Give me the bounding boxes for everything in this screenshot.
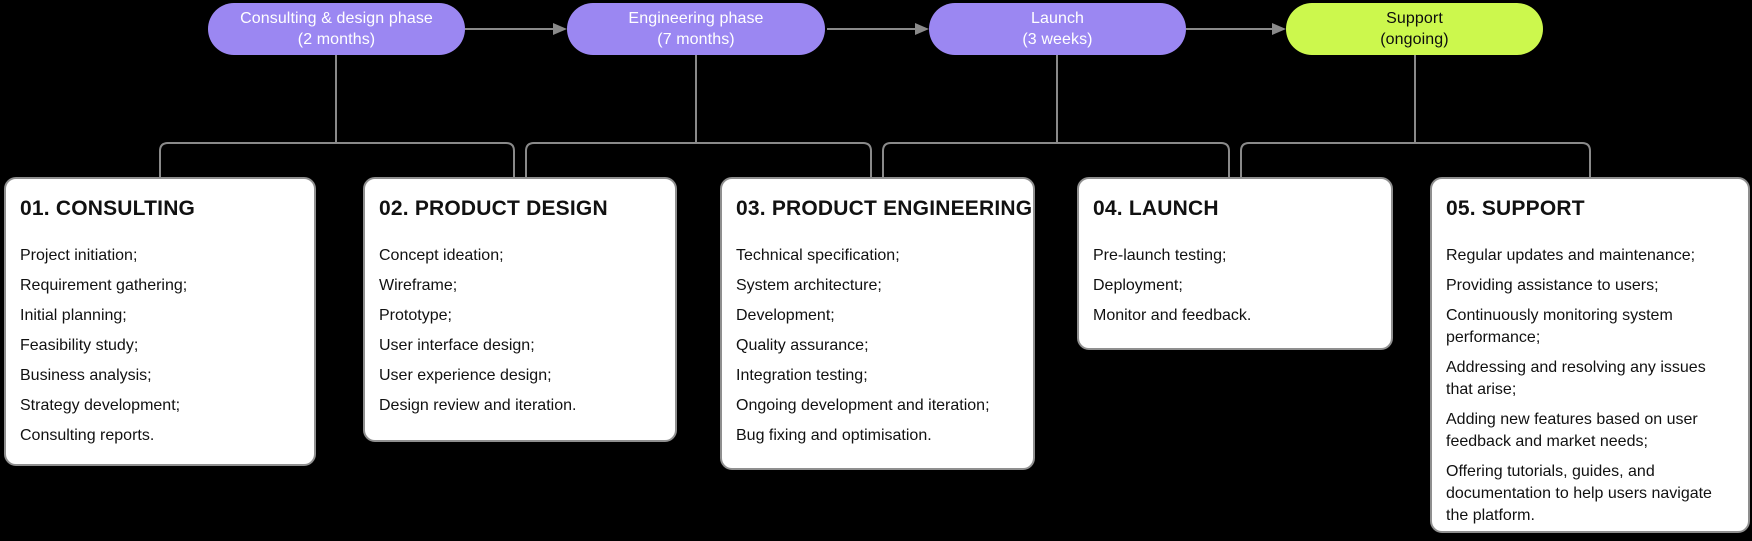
phase-duration: (2 months) (297, 31, 376, 48)
phase-pill-support: Support (ongoing) (1286, 3, 1543, 55)
phase-bracket-4 (1240, 142, 1591, 177)
phase-pill-consulting-design: Consulting & design phase (2 months) (208, 3, 465, 55)
phase-duration: (ongoing) (1380, 31, 1449, 48)
card-item: User interface design; (379, 337, 535, 354)
card-item: Requirement gathering; (20, 277, 188, 294)
card-item: Business analysis; (20, 367, 152, 384)
card-item: Feasibility study; (20, 337, 139, 354)
phase-label: Launch (1030, 10, 1085, 27)
card-item: Quality assurance; (736, 337, 869, 354)
phase-pill-launch: Launch (3 weeks) (929, 3, 1186, 55)
card-title: 04. LAUNCH (1093, 197, 1219, 220)
card-support: 05. SUPPORT Regular updates and maintena… (1430, 177, 1750, 533)
phase-label: Engineering phase (628, 10, 764, 27)
card-item: Regular updates and maintenance; (1446, 247, 1696, 264)
card-item: Development; (736, 307, 835, 324)
card-item: Pre-launch testing; (1093, 247, 1227, 264)
card-item: Addressing and resolving any issues that… (1446, 359, 1706, 398)
card-item: Continuously monitoring system performan… (1446, 307, 1673, 346)
flow-arrowhead-3 (1272, 23, 1286, 35)
phase-bracket-1 (159, 142, 515, 177)
card-item: Concept ideation; (379, 247, 504, 264)
card-product-design: 02. PRODUCT DESIGN Concept ideation; Wir… (363, 177, 677, 442)
card-item: Technical specification; (736, 247, 900, 264)
card-item: Adding new features based on user feedba… (1446, 411, 1698, 450)
card-item: Bug fixing and optimisation. (736, 427, 932, 444)
flow-arrowhead-2 (915, 23, 929, 35)
card-item: Monitor and feedback. (1093, 307, 1252, 324)
card-item: Wireframe; (379, 277, 458, 294)
card-product-engineering: 03. PRODUCT ENGINEERING Technical specif… (720, 177, 1035, 470)
card-consulting: 01. CONSULTING Project initiation; Requi… (4, 177, 316, 466)
card-title: 05. SUPPORT (1446, 197, 1585, 220)
card-item: Initial planning; (20, 307, 127, 324)
card-item: Prototype; (379, 307, 452, 324)
card-item: System architecture; (736, 277, 882, 294)
card-item: User experience design; (379, 367, 552, 384)
phase-bracket-3 (882, 142, 1230, 177)
card-item: Providing assistance to users; (1446, 277, 1659, 294)
card-title: 02. PRODUCT DESIGN (379, 197, 608, 220)
phase-duration: (3 weeks) (1022, 31, 1093, 48)
card-item: Design review and iteration. (379, 397, 577, 414)
phase-pill-engineering: Engineering phase (7 months) (567, 3, 825, 55)
phase-bracket-2 (525, 142, 872, 177)
card-launch: 04. LAUNCH Pre-launch testing; Deploymen… (1077, 177, 1393, 350)
card-item: Integration testing; (736, 367, 868, 384)
card-item: Deployment; (1093, 277, 1183, 294)
card-item: Ongoing development and iteration; (736, 397, 990, 414)
phase-duration: (7 months) (657, 31, 735, 48)
card-title: 03. PRODUCT ENGINEERING (736, 197, 1033, 220)
card-item: Strategy development; (20, 397, 181, 414)
flow-arrowhead-1 (553, 23, 567, 35)
card-item: Consulting reports. (20, 427, 155, 444)
card-item: Project initiation; (20, 247, 138, 264)
phase-label: Support (1386, 10, 1443, 27)
phase-label: Consulting & design phase (240, 10, 433, 27)
card-item: Offering tutorials, guides, and document… (1446, 463, 1712, 524)
card-title: 01. CONSULTING (20, 197, 196, 220)
